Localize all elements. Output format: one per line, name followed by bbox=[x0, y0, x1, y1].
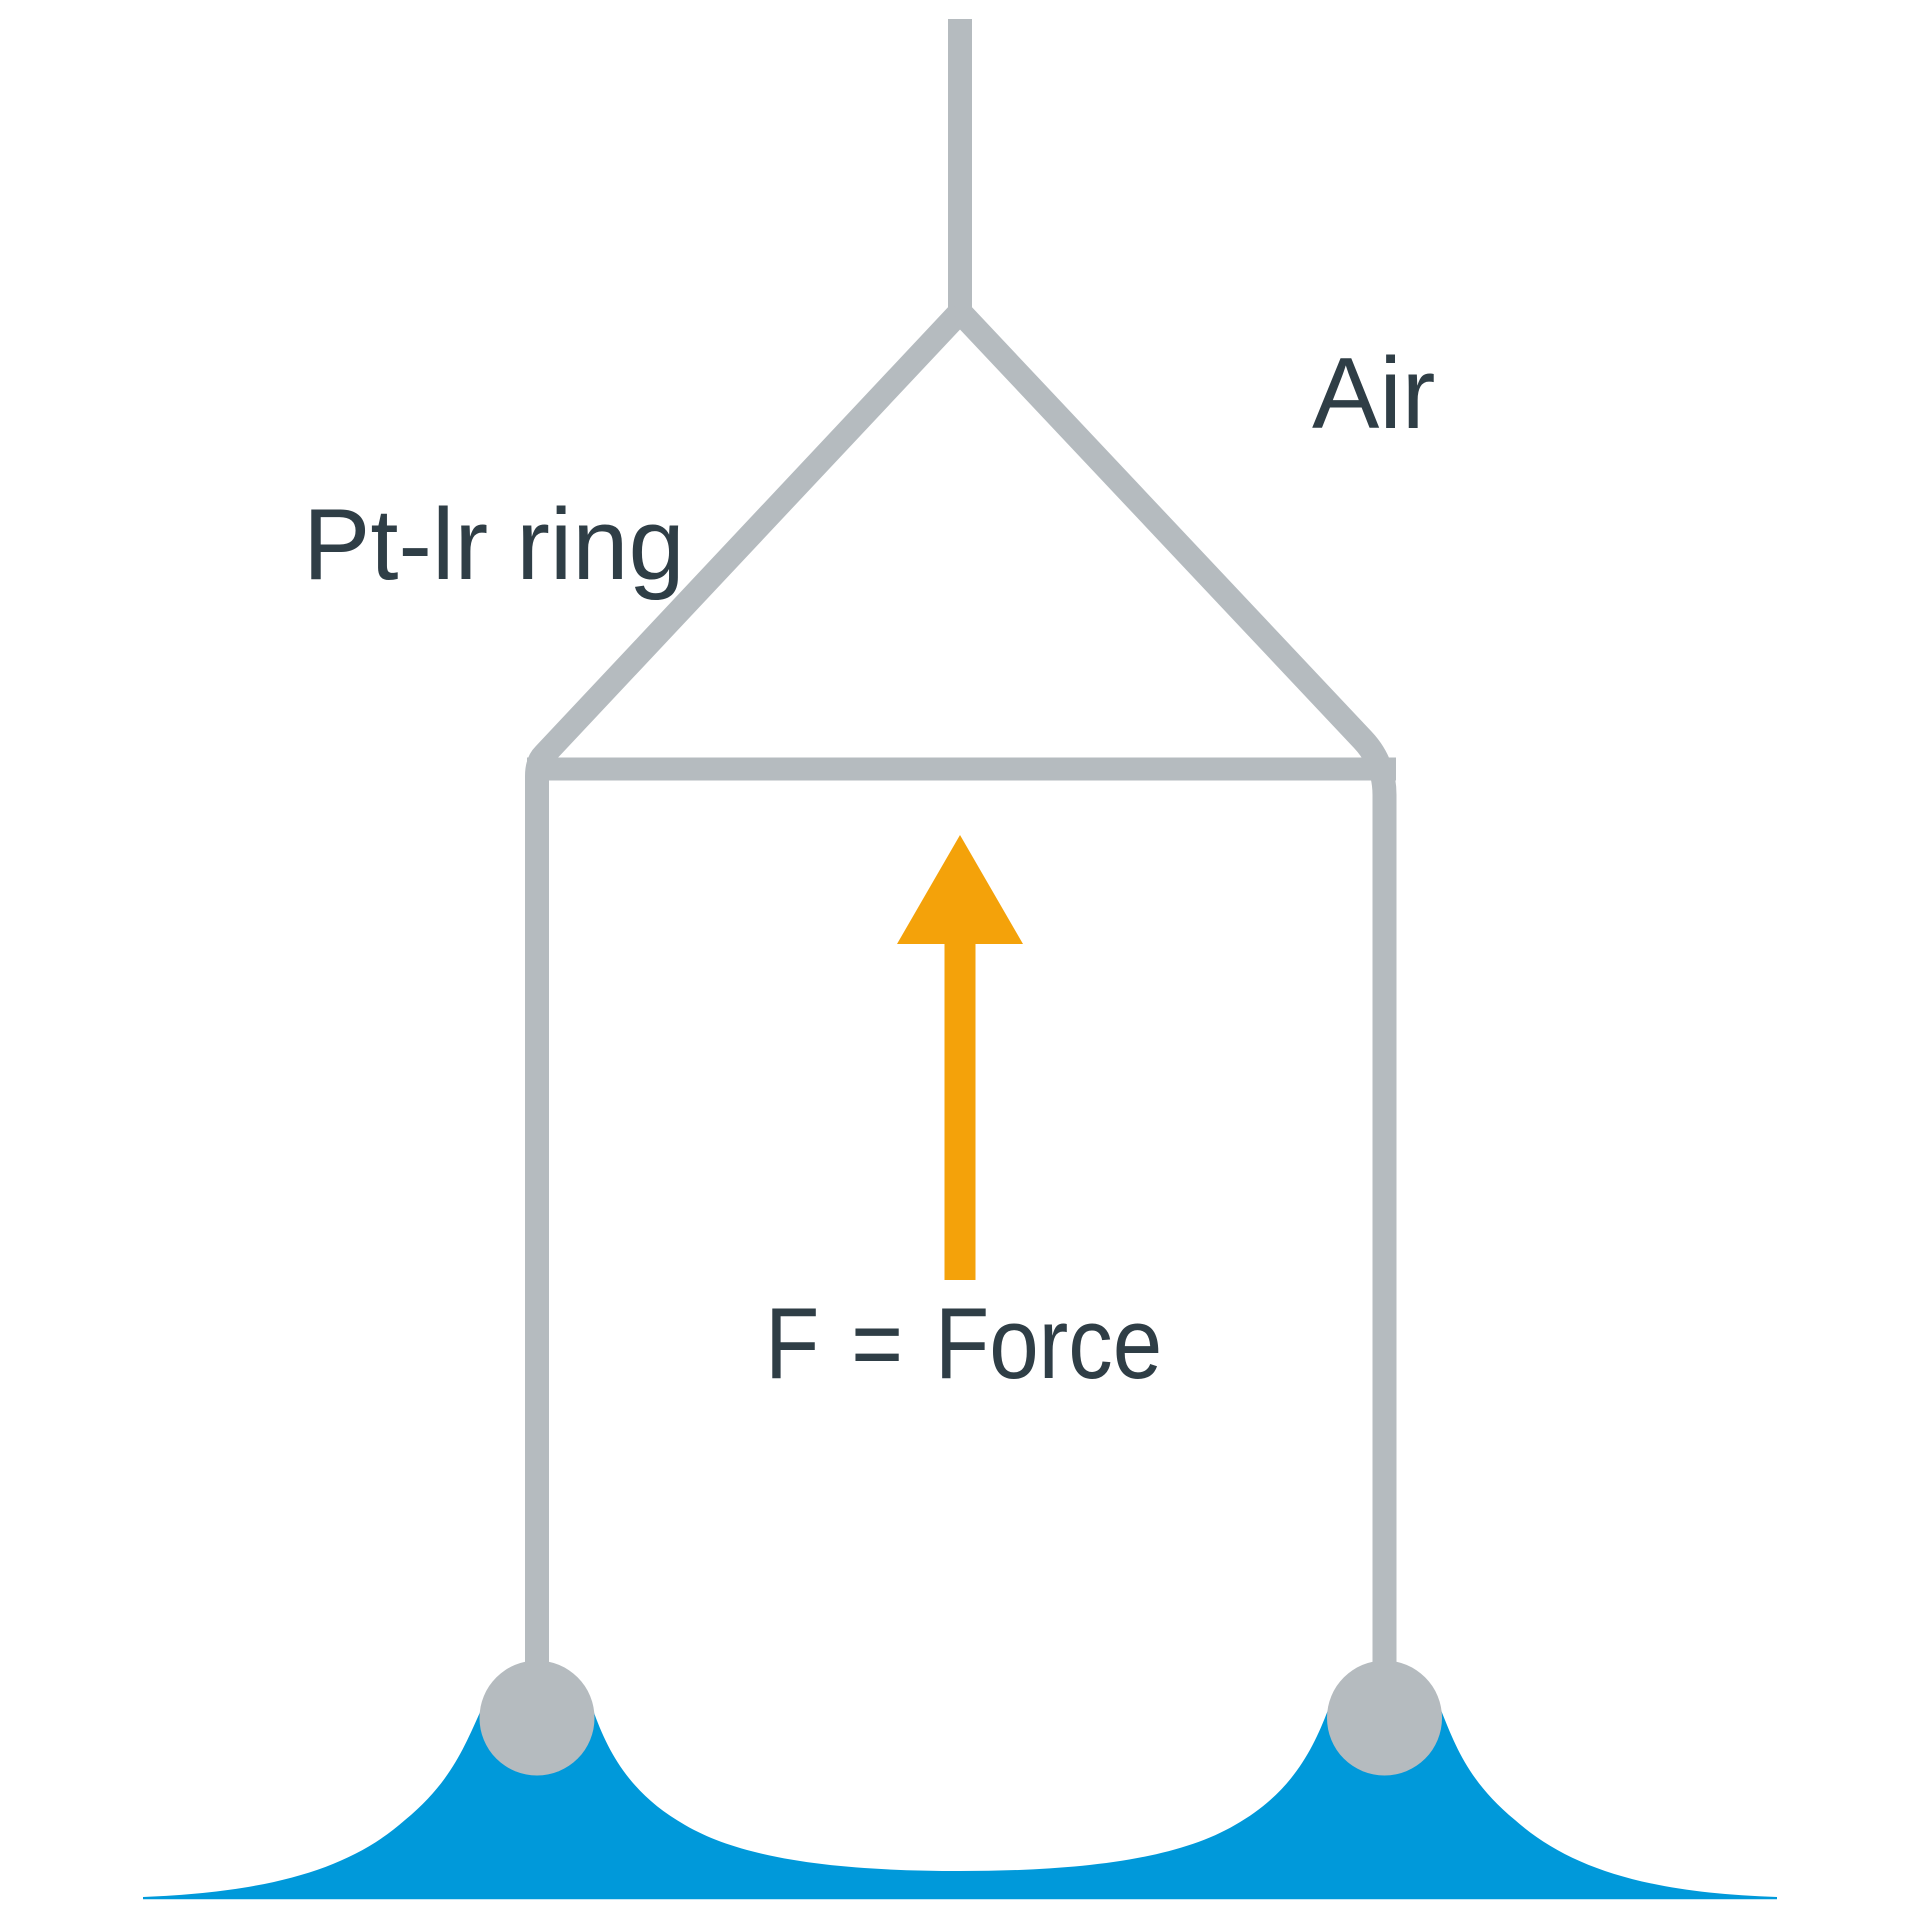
svg-text:Air: Air bbox=[1312, 338, 1435, 450]
svg-text:Pt-lr ring: Pt-lr ring bbox=[303, 489, 685, 601]
svg-text:F = Force: F = Force bbox=[765, 1288, 1162, 1400]
